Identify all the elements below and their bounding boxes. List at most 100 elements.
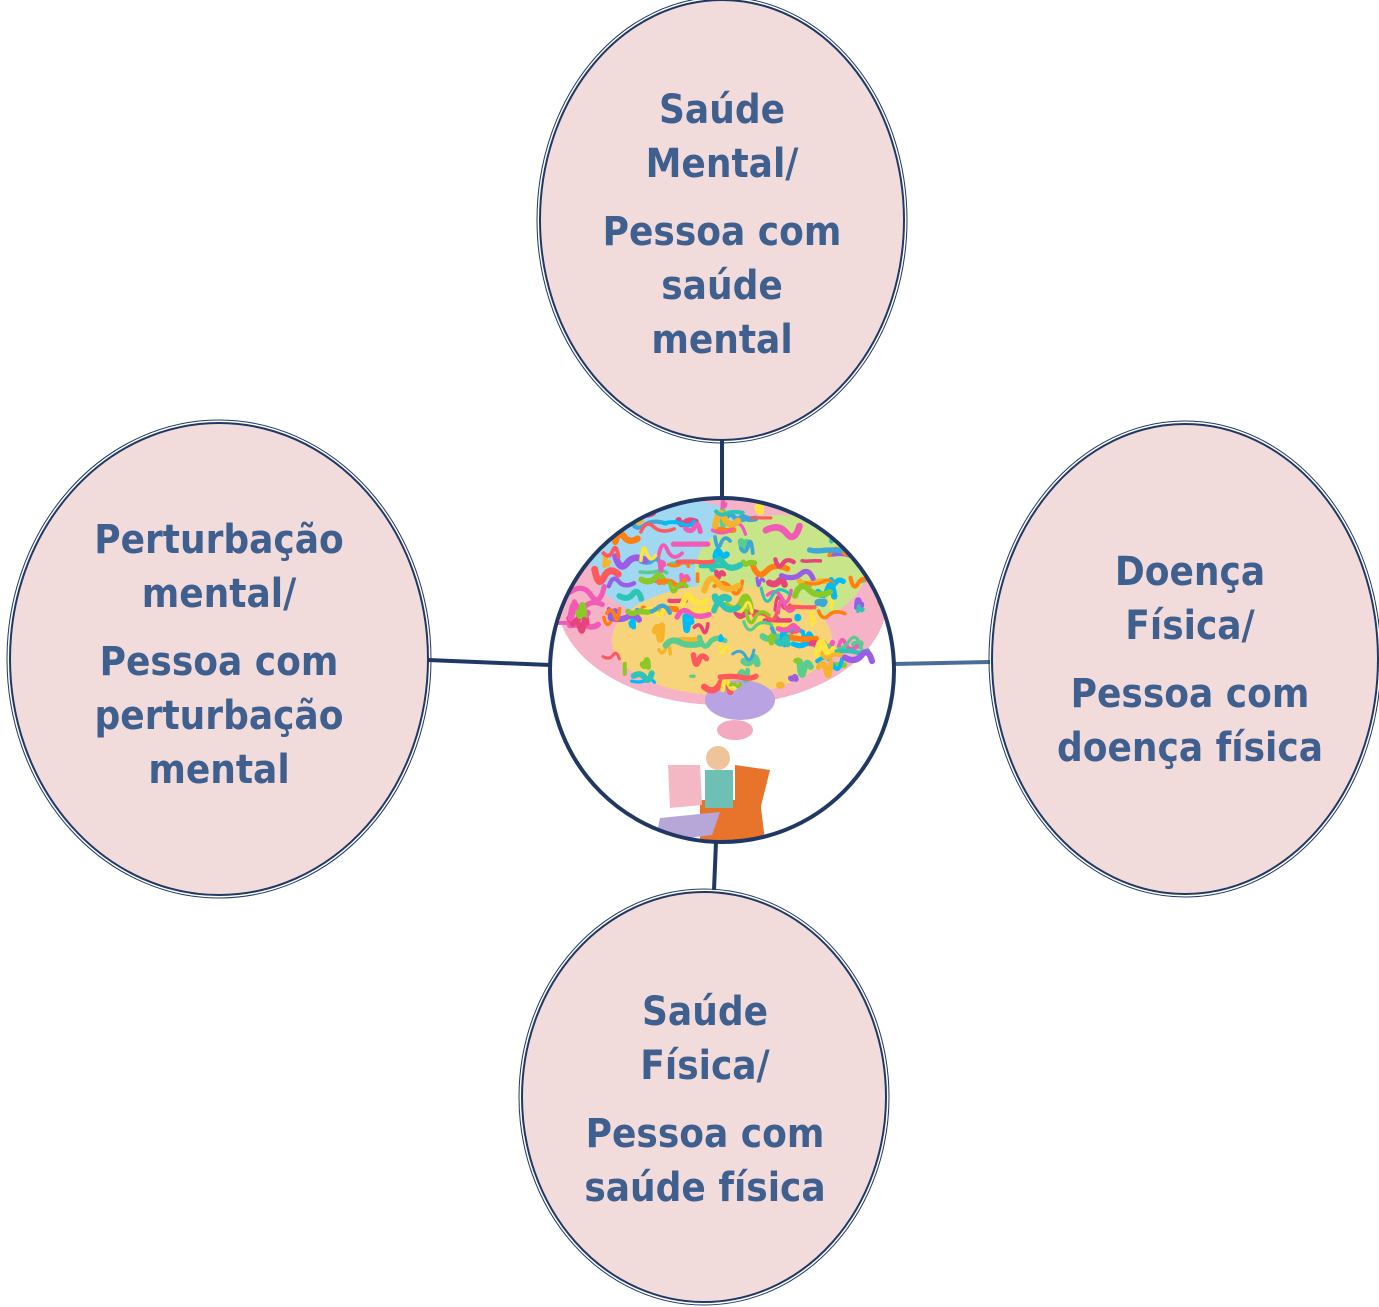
brain-squiggle [717, 673, 759, 681]
node-left [6, 419, 432, 899]
brain-squiggle [774, 635, 791, 648]
node-right [988, 420, 1379, 898]
brain-squiggle [641, 605, 667, 618]
brain-squiggle [651, 622, 666, 643]
brain-squiggle [740, 559, 758, 568]
node-bottom [518, 888, 890, 1306]
connector-bottom [712, 841, 718, 891]
brain-squiggle [759, 586, 791, 603]
brain-squiggle [841, 649, 876, 665]
brain-squiggle [591, 565, 622, 586]
brain-squiggle [731, 648, 756, 662]
node-top [536, 0, 908, 444]
node-top-title-line-2: Mental/ [645, 141, 799, 187]
node-right-subtitle-line-2: doença física [1057, 725, 1323, 771]
brain-squiggle [787, 673, 799, 682]
brain-squiggle [713, 535, 732, 550]
node-left-title-line-2: mental/ [141, 571, 297, 617]
brain-squiggle [612, 530, 641, 546]
brain-squiggle [711, 600, 741, 614]
brain-squiggle [712, 547, 730, 560]
brain-squiggle [796, 658, 814, 678]
brain-squiggle [766, 576, 788, 588]
brain-squiggle [662, 637, 705, 649]
node-top-text: Saúde Mental/ Pessoa com saúde mental [560, 80, 884, 370]
brain-squiggle [793, 657, 801, 664]
node-right-title-line-2: Física/ [1125, 603, 1255, 649]
brain-squiggle [682, 613, 695, 634]
brain-squiggle [601, 545, 621, 559]
brain-squiggle [775, 623, 801, 633]
brain-squiggle [690, 652, 710, 667]
brain-squiggle [701, 575, 742, 594]
brain-squiggle [639, 546, 658, 563]
brain-squiggle [809, 609, 816, 627]
center-illustration [548, 496, 896, 844]
node-top-title-line-1: Saúde [659, 87, 785, 133]
node-left-subtitle-line-1: Pessoa com [99, 639, 339, 685]
brain-squiggle [806, 547, 844, 554]
brain-squiggle [638, 572, 668, 586]
brain-squiggle [628, 613, 636, 630]
brain-squiggle [804, 578, 836, 587]
node-bottom-subtitle-line-1: Pessoa com [585, 1111, 825, 1157]
brain-squiggle [570, 616, 587, 634]
brain-squiggle [601, 651, 621, 661]
brain-squiggle [713, 569, 727, 581]
brain-squiggle [744, 608, 771, 625]
brain-squiggle [718, 644, 732, 656]
brain-squiggle [720, 498, 728, 510]
node-left-subtitle-line-3: mental [148, 747, 290, 793]
brain-squiggle [692, 622, 710, 635]
brain-squiggle [639, 522, 676, 534]
brain-squiggle [714, 509, 745, 517]
brain-squiggle [856, 604, 865, 614]
brain-squiggle [755, 576, 766, 588]
brain-squiggle [712, 509, 742, 530]
brain-squiggle [656, 543, 684, 561]
brain-squiggle [625, 608, 651, 617]
node-top-subtitle-line-2: saúde [661, 263, 783, 309]
brain-squiggle [667, 580, 689, 594]
node-top-subtitle-line-1: Pessoa com [602, 209, 842, 255]
brain-squiggle [738, 539, 755, 555]
brain-squiggle [813, 638, 838, 658]
node-left-subtitle-line-2: perturbação [94, 693, 344, 739]
brain-squiggle [768, 633, 775, 646]
brain-squiggle [718, 634, 724, 643]
brain-squiggle [709, 556, 744, 572]
brain-squiggle [639, 657, 652, 670]
colorful-brain-image [550, 498, 894, 842]
brain-squiggle [567, 584, 607, 603]
brain-squiggle [765, 588, 793, 604]
node-right-title-line-1: Doença [1114, 549, 1266, 595]
brain-squiggle [679, 592, 710, 608]
brain-squiggle [616, 588, 645, 602]
brain-squiggle [742, 619, 774, 632]
brain-squiggle [575, 602, 588, 621]
node-bottom-subtitle-line-2: saúde física [584, 1165, 826, 1211]
brain-squiggle [604, 606, 622, 622]
node-bottom-text: Saúde Física/ Pessoa com saúde física [540, 980, 870, 1220]
brain-squiggle [816, 609, 847, 620]
brain-squiggle [674, 607, 712, 620]
node-right-text: Doença Física/ Pessoa com doença física [1010, 540, 1370, 780]
brain-squiggle [657, 559, 667, 573]
brain-squiggle [606, 576, 637, 589]
brain-squiggle [602, 553, 612, 569]
brain-squiggle [675, 559, 715, 565]
node-bottom-title-line-1: Saúde [642, 989, 768, 1035]
brain-squiggle [786, 604, 817, 610]
brain-squiggle [606, 606, 620, 621]
brain-squiggle [593, 519, 629, 529]
connector-right [892, 660, 991, 666]
brain-squiggle [762, 522, 803, 541]
node-left-title-line-1: Perturbação [94, 517, 344, 563]
connector-left [427, 658, 551, 667]
brain-squiggle [820, 651, 845, 661]
node-bottom-title-line-2: Física/ [640, 1043, 770, 1089]
node-top-subtitle-line-3: mental [651, 317, 793, 363]
brain-squiggle [814, 598, 828, 608]
